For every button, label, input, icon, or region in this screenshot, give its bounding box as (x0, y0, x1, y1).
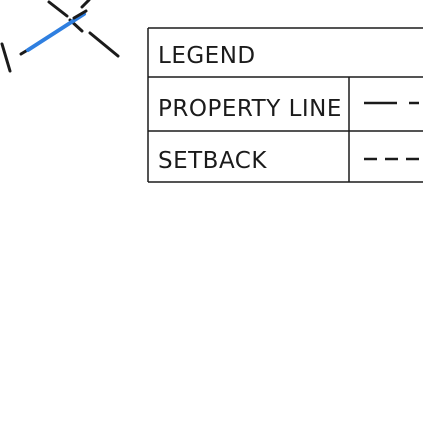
setback-line-segment-top (80, 0, 91, 9)
legend-title: LEGEND (158, 43, 256, 69)
drawing-linework (0, 0, 120, 73)
property-line-segment-upper (47, 0, 69, 18)
setback-line-segment-left (0, 42, 12, 73)
legend-label-setback: SETBACK (158, 148, 267, 174)
legend-label-property-line: PROPERTY LINE (158, 96, 342, 122)
property-line-segment-right (88, 31, 120, 58)
highlight-segment (26, 12, 86, 52)
highlight-segment-tip (72, 9, 88, 20)
legend: LEGEND PROPERTY LINE SETBACK (147, 27, 423, 183)
legend-table-lines (147, 27, 423, 183)
